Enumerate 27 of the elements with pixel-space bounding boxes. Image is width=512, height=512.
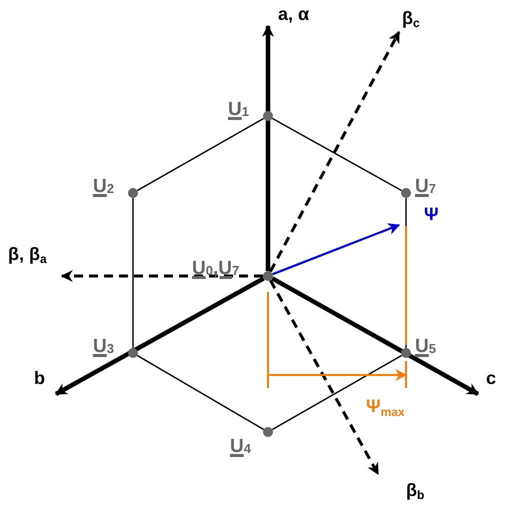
vertex-dot: [128, 348, 138, 358]
axis-arrow: [54, 276, 265, 396]
hexagon-side: [272, 354, 402, 430]
axis-label: b: [28, 368, 56, 410]
axis-label: β$_{c}$: [390, 8, 434, 32]
vertex-dot: [263, 271, 273, 281]
vertex-dot: [263, 427, 273, 437]
vertex-dot: [128, 188, 138, 198]
vertex-dot: [263, 111, 273, 121]
axis-arrow: [271, 276, 480, 396]
vertex-dot: [401, 188, 411, 198]
axis-arrow: [60, 270, 263, 282]
axis-label: β, β$_{a}$: [0, 244, 62, 284]
hexagon-side: [137, 118, 264, 192]
vertex-dot: [401, 348, 411, 358]
dimension-label: Ψ$_{max}$: [366, 396, 405, 421]
hexagon-side: [272, 118, 402, 192]
hexagon-side: [136, 354, 264, 430]
text-label: Ψ: [399, 204, 439, 236]
axis-arrow: [262, 24, 274, 271]
axis-label: c: [478, 368, 508, 410]
axis-label: a, α: [262, 4, 324, 26]
axis-label: β$_{b}$: [372, 474, 424, 504]
axis-arrow: [269, 30, 400, 272]
flux-vector-arrow: [272, 223, 400, 276]
axis-arrow: [269, 280, 380, 476]
hexagon-side: [132, 198, 134, 348]
